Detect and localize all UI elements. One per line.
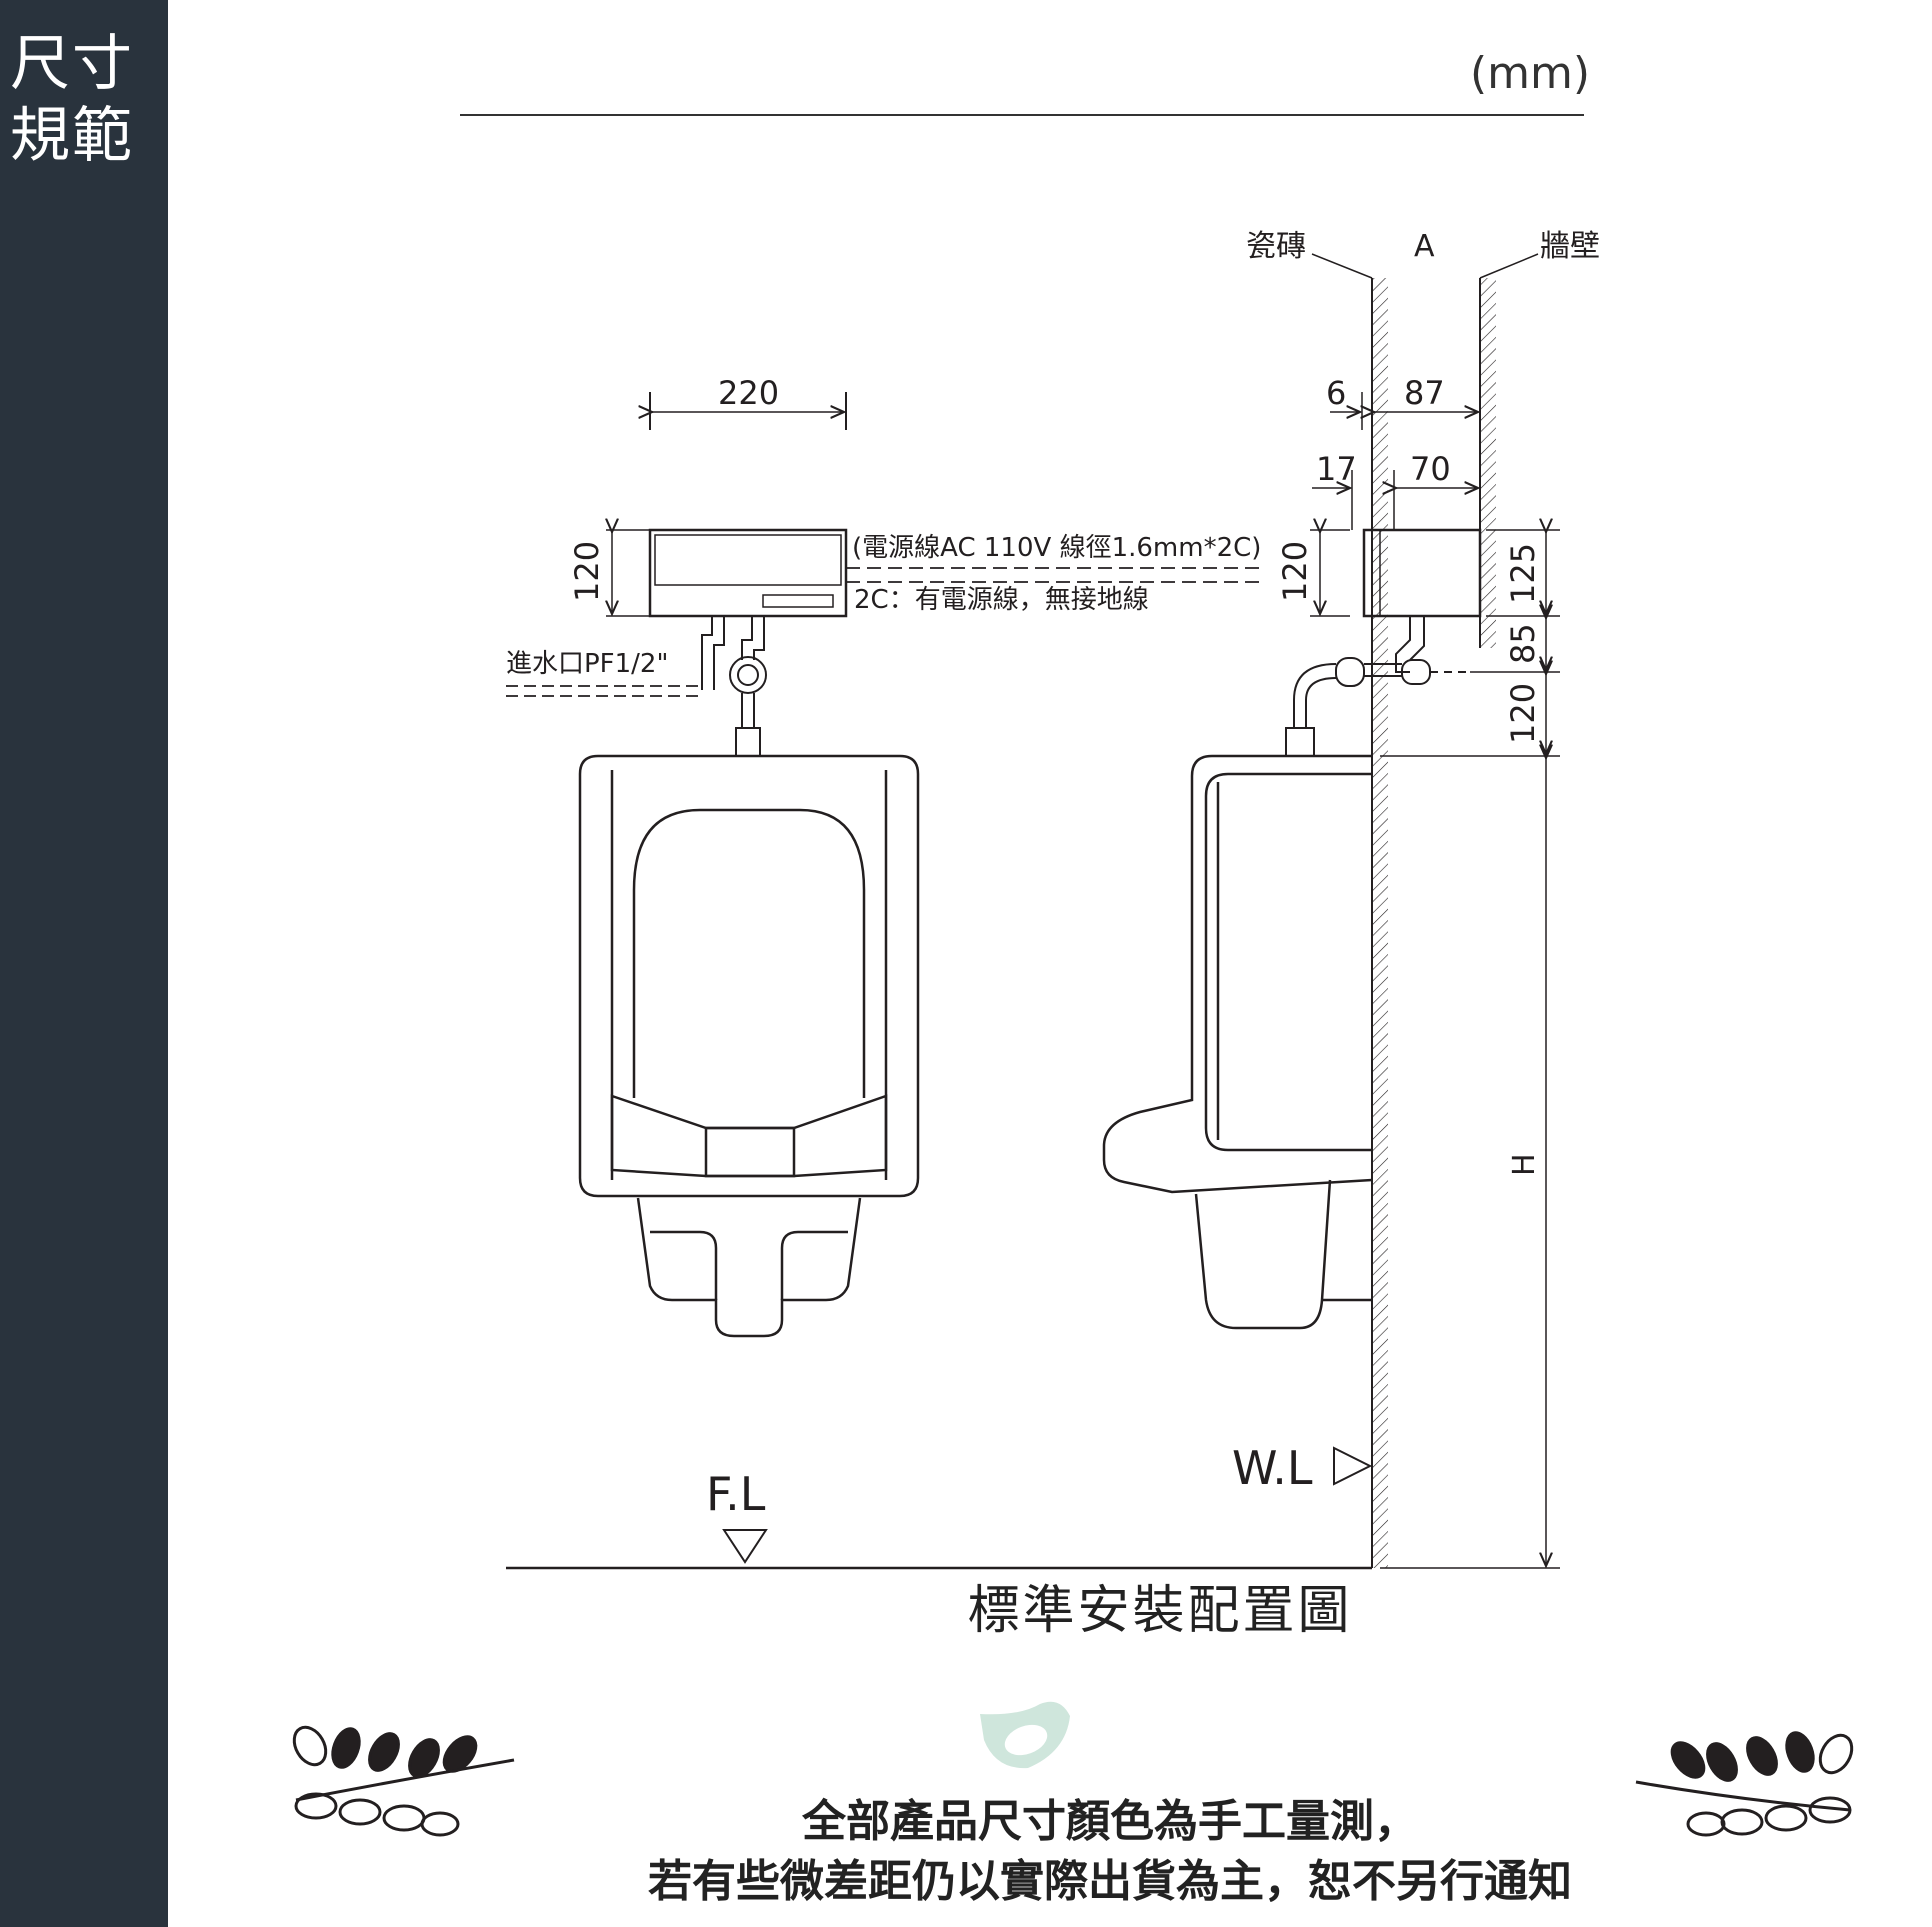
inlet-pipe-front [701,616,767,757]
power-cable-label: (電源線AC 110V 線徑1.6mm*2C) [852,533,1261,563]
footer-note: 全部產品尺寸顏色為手工量測， 若有些微差距仍以實際出貨為主，恕不另行通知 [560,1792,1660,1912]
floor-level-label: F.L [706,1467,766,1521]
dim-120-side-label: 120 [1276,541,1314,602]
floor-level-marker [722,1529,768,1564]
diagram-caption: 標準安裝配置圖 [967,1581,1353,1641]
bird-leaf-logo-icon [980,1701,1070,1769]
power-cable-front [846,567,1266,583]
sensor-box-side [1362,528,1482,618]
urinal-side [1102,754,1373,1330]
tile-leader [1311,253,1373,279]
leaf-branch-right-icon [1635,1731,1854,1837]
dim-6-87 [1330,392,1481,430]
sidebar-title-line1: 尺寸 [10,29,134,99]
dim-17-label: 17 [1316,450,1357,488]
water-inlet-dashed [506,685,700,697]
cavity-label: A [1414,229,1435,264]
water-inlet-label: 進水口PF1/2" [506,649,668,679]
dim-120-front [606,530,650,617]
wall-level-marker [1333,1446,1373,1486]
dim-85-label: 85 [1504,623,1542,664]
dim-87-label: 87 [1404,374,1445,412]
dim-17-70 [1312,470,1478,530]
tile-hatch [1372,278,1388,1568]
dim-right-stack [1380,530,1560,1569]
wall-hatch [1480,278,1496,648]
dim-6-label: 6 [1326,374,1346,412]
sidebar-title: 尺寸 規範 [10,28,134,172]
tile-label: 瓷磚 [1246,229,1306,264]
unit-label: (mm) [1470,48,1591,99]
wall-label: 牆壁 [1540,229,1600,264]
wall-level-label: W.L [1232,1441,1313,1495]
sidebar: 尺寸 規範 [0,0,168,1927]
urinal-front [578,754,920,1338]
dim-220-label: 220 [718,374,779,412]
header-divider [460,114,1584,116]
sensor-box-front [648,528,848,618]
footer-note-line1: 全部產品尺寸顏色為手工量測， [802,1796,1418,1847]
power-note-label: 2C：有電源線，無接地線 [854,585,1149,615]
dim-120-front-label: 120 [568,541,606,602]
footer-note-line2: 若有些微差距仍以實際出貨為主，恕不另行通知 [648,1856,1572,1907]
dim-120-side [1310,530,1350,617]
sidebar-title-line2: 規範 [10,101,134,171]
dim-70-label: 70 [1410,450,1451,488]
dim-220 [650,392,847,430]
dim-H-label: H [1507,1153,1542,1176]
dim-120-lower-label: 120 [1504,683,1542,744]
dim-125-label: 125 [1504,543,1542,604]
wall-leader [1479,253,1539,279]
leaf-branch-left-icon [292,1725,515,1837]
